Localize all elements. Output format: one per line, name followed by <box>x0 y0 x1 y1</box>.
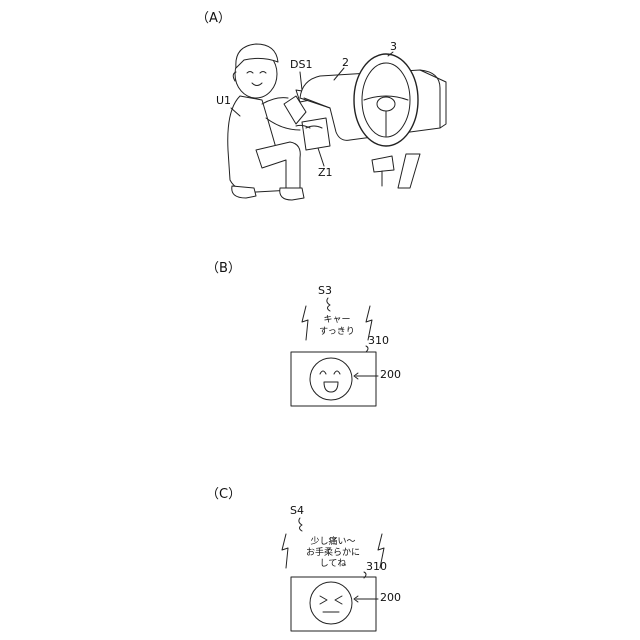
speech-line-2: お手柔らかに <box>306 546 360 558</box>
leader-speech-s4 <box>299 518 302 531</box>
face-outline <box>310 358 352 400</box>
ref-speech-s3: S3 <box>318 284 332 297</box>
panel-a: （A） <box>196 11 446 200</box>
panel-b-label: （B） <box>206 261 241 276</box>
pedal-left <box>372 156 394 172</box>
face-wincing <box>310 582 352 624</box>
speech-line-1: 少し痛い〜 <box>310 535 355 547</box>
ref-speech-s4: S4 <box>290 504 304 517</box>
leader-cloth <box>318 148 324 166</box>
panel-b: （B） S3 キャー すっきり 310 200 <box>206 261 401 406</box>
panel-a-label: （A） <box>196 11 231 26</box>
panel-c: （C） S4 少し痛い〜 お手柔らかに してね 310 200 <box>206 487 401 631</box>
speech-line-1: キャー <box>323 315 350 325</box>
pedal-right <box>398 154 420 188</box>
ref-sprayer: DS1 <box>290 58 312 71</box>
emphasis-zigzag-left <box>282 534 288 568</box>
leader-screen-b <box>366 346 368 352</box>
ref-cloth: Z1 <box>318 166 333 179</box>
ref-screen-310-b: 310 <box>368 334 389 347</box>
cloth-sheet <box>302 118 330 150</box>
speech-line-3: してね <box>320 558 347 569</box>
steering-hub <box>377 97 395 111</box>
face-outline <box>310 582 352 624</box>
ref-screen-310-c: 310 <box>366 560 387 573</box>
ref-face-200-c: 200 <box>380 591 401 604</box>
emphasis-zigzag-left <box>302 306 308 340</box>
user-foot-front <box>280 188 304 200</box>
speech-line-2: すっきり <box>319 326 355 337</box>
pedals <box>372 154 420 188</box>
panel-c-label: （C） <box>206 487 241 502</box>
ref-face-200-b: 200 <box>380 368 401 381</box>
user-foot-back <box>232 186 256 198</box>
cloth <box>296 118 330 150</box>
ref-user: U1 <box>216 94 231 107</box>
steering-wheel <box>354 54 418 146</box>
ref-dashboard: 2 <box>342 56 349 69</box>
leader-speech-s3 <box>327 298 330 311</box>
user-arm-upper <box>262 98 288 104</box>
face-happy <box>310 358 352 400</box>
ref-steering: 3 <box>390 40 397 53</box>
leader-sprayer <box>300 72 302 90</box>
